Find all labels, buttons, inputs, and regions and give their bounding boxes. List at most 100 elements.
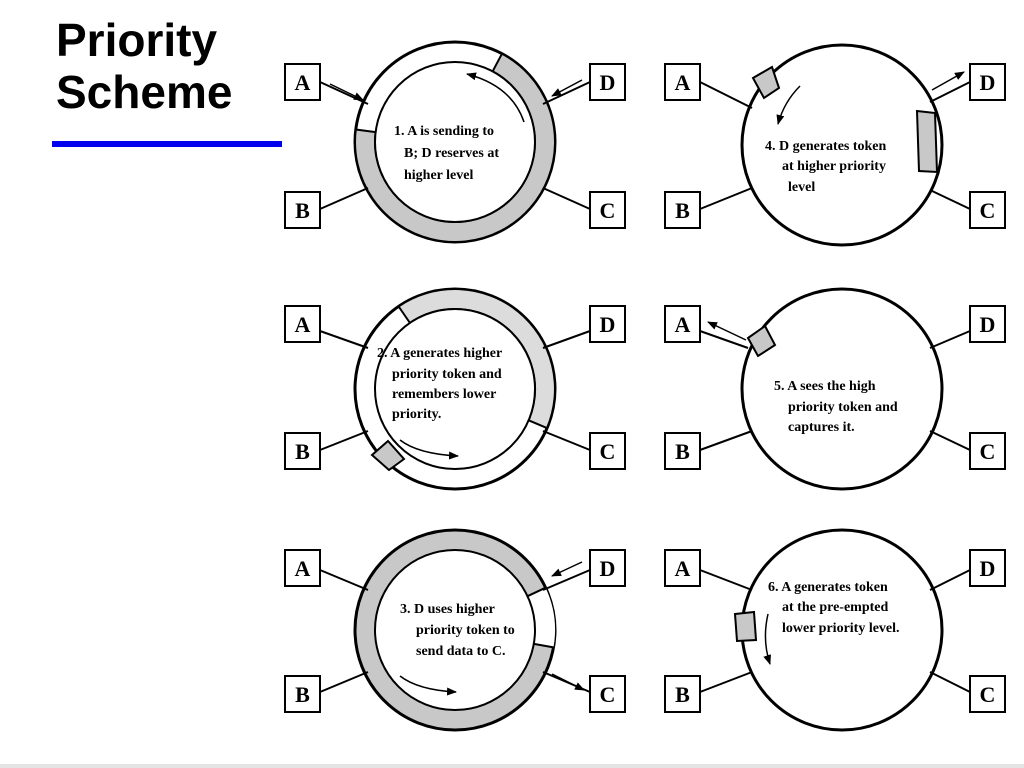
step-line: captures it. xyxy=(788,420,855,435)
station-b-box: B xyxy=(284,191,321,229)
link-a xyxy=(319,569,369,591)
station-d-box: D xyxy=(969,63,1006,101)
panel-2: A B C D 2. A generates higher priority t… xyxy=(284,287,626,491)
token-marker xyxy=(370,439,406,472)
link-c xyxy=(542,430,591,451)
panel-3: A B C D 3. D uses higher priority token … xyxy=(284,528,626,732)
step-text: 6. A generates token at the pre-empted l… xyxy=(768,580,900,636)
step-line: 3. D uses higher xyxy=(400,602,495,617)
station-c-box: C xyxy=(969,432,1006,470)
title-underline xyxy=(52,141,282,147)
link-b xyxy=(699,430,753,451)
step-line: level xyxy=(788,180,815,195)
station-a-label: A xyxy=(295,70,311,95)
link-a xyxy=(319,330,369,349)
arrow-a-to-ring xyxy=(329,83,364,101)
link-b xyxy=(699,187,753,210)
arrow-ring-direction xyxy=(399,675,457,696)
station-a-label: A xyxy=(675,556,691,581)
station-d-box: D xyxy=(589,549,626,587)
arrow-ring-direction xyxy=(399,439,459,460)
station-d-box: D xyxy=(969,305,1006,343)
link-a xyxy=(699,330,749,349)
station-c-label: C xyxy=(980,682,996,707)
ring-circle xyxy=(733,528,944,732)
step-line: 6. A generates token xyxy=(768,580,888,595)
station-b-label: B xyxy=(295,682,310,707)
step-line: priority token to xyxy=(416,623,515,638)
station-d-label: D xyxy=(600,70,616,95)
step-line: priority token and xyxy=(392,367,502,382)
panel-5: A B C D 5. A sees the high priority toke… xyxy=(664,287,1006,491)
panel-6: A B C D 6. A generates token at the pre-… xyxy=(664,528,1006,732)
station-a-box: A xyxy=(284,63,321,101)
station-c-box: C xyxy=(589,432,626,470)
panel-4: A B C D 4. D generates token at higher p… xyxy=(664,43,1006,247)
step-line: priority. xyxy=(392,407,441,422)
step-line: 2. A generates higher xyxy=(377,346,502,361)
footer-rule xyxy=(0,764,1024,768)
station-a-label: A xyxy=(295,312,311,337)
station-b-label: B xyxy=(295,439,310,464)
step-text: 3. D uses higher priority token to send … xyxy=(400,602,518,659)
station-a-label: A xyxy=(295,556,311,581)
step-line: 5. A sees the high xyxy=(774,379,876,394)
token-marker xyxy=(915,109,939,174)
station-c-label: C xyxy=(600,198,616,223)
station-a-box: A xyxy=(664,549,701,587)
link-d xyxy=(542,569,591,591)
slide-title-line-1: Priority xyxy=(56,14,218,66)
panel-1: A B C D 1. A is sending to B; D reserves… xyxy=(284,40,626,244)
station-b-label: B xyxy=(675,682,690,707)
arrow-ring-direction xyxy=(776,85,801,125)
station-b-box: B xyxy=(284,675,321,713)
station-b-box: B xyxy=(284,432,321,470)
ring-circle xyxy=(353,287,557,491)
station-b-label: B xyxy=(295,198,310,223)
station-c-label: C xyxy=(980,439,996,464)
station-d-box: D xyxy=(589,305,626,343)
link-b xyxy=(699,671,753,693)
station-a-box: A xyxy=(284,305,321,343)
slide-title: Priority Scheme xyxy=(56,14,232,118)
station-c-label: C xyxy=(600,439,616,464)
station-c-box: C xyxy=(589,191,626,229)
arrow-ring-direction xyxy=(466,72,525,123)
link-d xyxy=(929,569,971,591)
step-line: higher level xyxy=(404,168,473,183)
link-d xyxy=(542,330,591,349)
station-d-label: D xyxy=(600,312,616,337)
ring-circle xyxy=(353,40,557,244)
step-line: B; D reserves at xyxy=(404,146,499,161)
step-line: remembers lower xyxy=(392,387,496,402)
station-b-label: B xyxy=(675,439,690,464)
step-text: 4. D generates token at higher priority … xyxy=(765,139,890,195)
step-text: 5. A sees the high priority token and ca… xyxy=(774,379,901,435)
link-b xyxy=(319,430,369,451)
link-c xyxy=(929,189,971,210)
station-d-box: D xyxy=(589,63,626,101)
slide-title-line-2: Scheme xyxy=(56,66,233,118)
ring-circle xyxy=(740,287,944,491)
arrow-ring-to-d xyxy=(931,71,965,91)
link-c xyxy=(929,430,971,451)
token-marker xyxy=(746,324,777,358)
station-d-label: D xyxy=(600,556,616,581)
token-marker xyxy=(751,65,781,100)
ring-gap xyxy=(527,587,556,648)
link-b xyxy=(319,671,369,693)
station-b-box: B xyxy=(664,675,701,713)
station-c-label: C xyxy=(980,198,996,223)
step-line: priority token and xyxy=(788,400,898,415)
arrow-ring-to-a xyxy=(707,321,747,341)
arrow-d-to-ring xyxy=(551,561,583,577)
station-a-box: A xyxy=(664,63,701,101)
step-line: lower priority level. xyxy=(782,621,900,636)
link-b xyxy=(319,187,369,210)
link-a xyxy=(699,569,753,591)
step-line: at higher priority xyxy=(782,159,886,174)
arrow-d-to-ring xyxy=(551,79,583,97)
station-a-box: A xyxy=(664,305,701,343)
station-a-label: A xyxy=(675,70,691,95)
